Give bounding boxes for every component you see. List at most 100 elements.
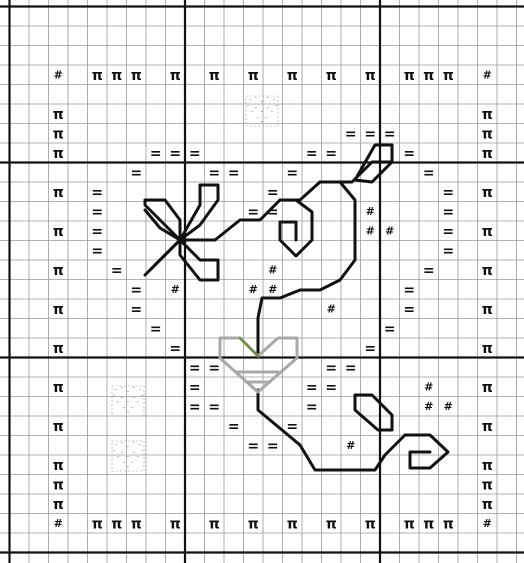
pi-symbol: π <box>365 68 376 84</box>
pi-symbol: π <box>287 516 298 532</box>
pi-symbol: π <box>53 302 64 318</box>
pi-symbol: π <box>170 68 181 84</box>
pi-symbol: π <box>443 516 454 532</box>
equals-symbol: = <box>189 360 201 376</box>
pi-symbol: π <box>248 68 259 84</box>
small-heart-motif-top: · <box>271 108 273 116</box>
small-heart-motif-left-lower: · <box>121 449 123 457</box>
hash-symbol: # <box>54 517 63 530</box>
pi-symbol: π <box>209 516 220 532</box>
small-heart-motif-left-upper: · <box>131 404 133 412</box>
equals-symbol: = <box>325 380 337 396</box>
equals-symbol: = <box>91 224 103 240</box>
equals-symbol: = <box>306 380 318 396</box>
pi-symbol: π <box>53 107 64 123</box>
equals-symbol: = <box>267 438 279 454</box>
equals-symbol: = <box>208 165 220 181</box>
equals-symbol: = <box>345 360 357 376</box>
pi-symbol: π <box>423 516 434 532</box>
equals-symbol: = <box>403 302 415 318</box>
small-heart-motif-left-upper: · <box>137 398 139 406</box>
pi-symbol: π <box>131 516 142 532</box>
small-heart-motif-left-lower: · <box>123 459 125 467</box>
hash-symbol: # <box>385 225 394 238</box>
pi-symbol: π <box>53 126 64 142</box>
equals-symbol: = <box>267 185 279 201</box>
small-heart-motif-left-upper: · <box>127 408 129 416</box>
small-heart-motif-left-upper: · <box>121 394 123 402</box>
small-heart-motif-left-upper: · <box>123 404 125 412</box>
small-heart-motif-left-lower: · <box>127 453 129 461</box>
equals-symbol: = <box>286 419 298 435</box>
pi-symbol: π <box>482 302 493 318</box>
hash-symbol: # <box>483 517 492 530</box>
small-heart-motif-top: · <box>265 114 267 122</box>
small-heart-motif-top: · <box>275 102 277 110</box>
pi-symbol: π <box>53 458 64 474</box>
pi-symbol: π <box>170 516 181 532</box>
pi-symbol: π <box>53 380 64 396</box>
equals-symbol: = <box>442 224 454 240</box>
equals-symbol: = <box>228 165 240 181</box>
pi-symbol: π <box>482 185 493 201</box>
equals-symbol: = <box>423 165 435 181</box>
pi-symbol: π <box>53 497 64 513</box>
equals-symbol: = <box>169 146 181 162</box>
equals-symbol: = <box>345 126 357 142</box>
equals-symbol: = <box>364 341 376 357</box>
hash-symbol: # <box>171 283 180 296</box>
pi-symbol: π <box>482 224 493 240</box>
equals-symbol: = <box>189 380 201 396</box>
small-heart-motif-left-lower: · <box>113 447 115 455</box>
equals-symbol: = <box>306 399 318 415</box>
pi-symbol: π <box>209 68 220 84</box>
small-heart-motif-left-upper: · <box>141 392 143 400</box>
equals-symbol: = <box>306 146 318 162</box>
hash-symbol: # <box>424 381 433 394</box>
small-heart-motif-top: · <box>261 108 263 116</box>
hash-symbol: # <box>268 283 277 296</box>
small-heart-motif-left-lower: · <box>133 449 135 457</box>
equals-symbol: = <box>384 321 396 337</box>
hash-symbol: # <box>346 439 355 452</box>
equals-symbol: = <box>247 438 259 454</box>
pi-symbol: π <box>53 419 64 435</box>
equals-symbol: = <box>169 341 181 357</box>
equals-symbol: = <box>403 146 415 162</box>
pi-symbol: π <box>53 477 64 493</box>
pi-symbol: π <box>482 380 493 396</box>
pi-symbol: π <box>53 341 64 357</box>
pi-symbol: π <box>92 516 103 532</box>
small-heart-motif-left-upper: · <box>115 386 117 394</box>
equals-symbol: = <box>384 126 396 142</box>
small-heart-motif-left-upper: · <box>113 392 115 400</box>
hash-symbol: # <box>424 400 433 413</box>
equals-symbol: = <box>150 146 162 162</box>
pi-symbol: π <box>111 516 122 532</box>
equals-symbol: = <box>423 263 435 279</box>
pi-symbol: π <box>482 263 493 279</box>
pi-symbol: π <box>326 516 337 532</box>
hash-symbol: # <box>54 69 63 82</box>
small-heart-motif-top: · <box>261 98 263 106</box>
pi-symbol: π <box>92 68 103 84</box>
equals-symbol: = <box>130 302 142 318</box>
hash-symbol: # <box>366 205 375 218</box>
equals-symbol: = <box>247 204 259 220</box>
equals-symbol: = <box>130 165 142 181</box>
small-heart-motif-top: · <box>255 94 257 102</box>
small-heart-motif-left-lower: · <box>141 447 143 455</box>
pi-symbol: π <box>482 497 493 513</box>
pi-symbol: π <box>482 477 493 493</box>
equals-symbol: = <box>325 360 337 376</box>
small-heart-motif-left-lower: · <box>137 453 139 461</box>
small-heart-motif-left-lower: · <box>121 439 123 447</box>
pi-symbol: π <box>287 68 298 84</box>
small-heart-motif-left-upper: · <box>117 398 119 406</box>
small-heart-motif-left-upper: · <box>133 394 135 402</box>
pi-symbol: π <box>404 516 415 532</box>
hash-symbol: # <box>327 303 336 316</box>
small-heart-motif-left-lower: · <box>127 443 129 451</box>
small-heart-motif-left-lower: · <box>133 439 135 447</box>
